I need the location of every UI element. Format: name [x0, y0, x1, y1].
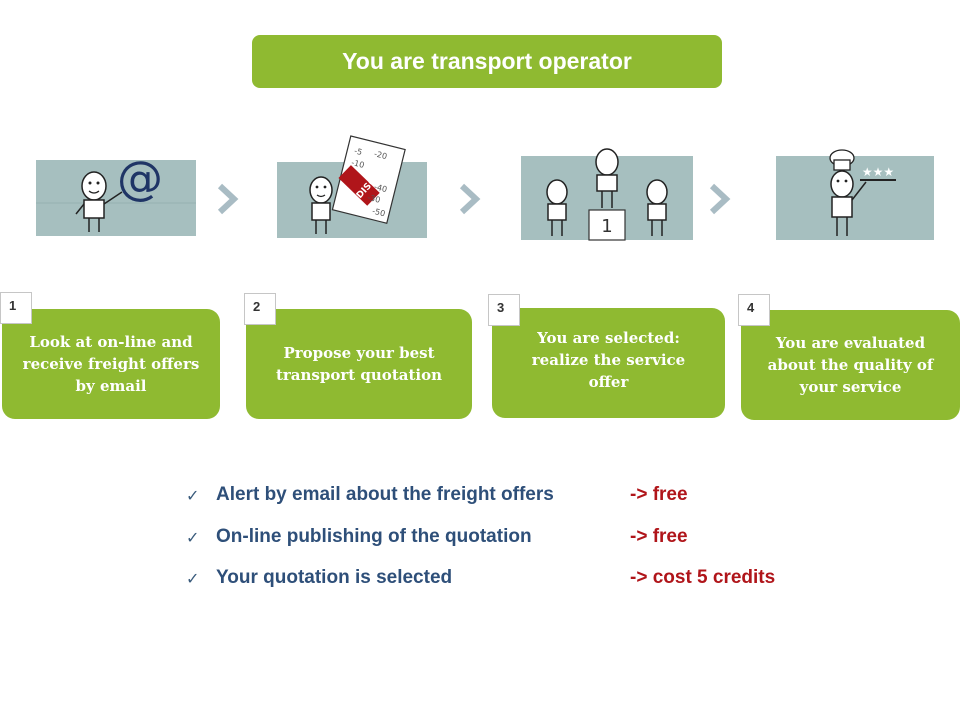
- step-2-box: Propose your best transport quotation: [246, 309, 472, 419]
- benefit-text: Your quotation is selected: [216, 567, 453, 588]
- at-symbol: @: [117, 151, 163, 205]
- step-1-box: Look at on-line and receive freight offe…: [2, 309, 220, 419]
- step-2-number: 2: [244, 293, 276, 325]
- check-icon: ✓: [186, 488, 200, 505]
- podium-icon: 1: [519, 128, 699, 248]
- step-4-box: You are evaluated about the quality of y…: [741, 310, 960, 420]
- benefit-text: On-line publishing of the quotation: [216, 526, 532, 547]
- step-3-number: 3: [488, 294, 520, 326]
- svg-text:-50: -50: [371, 207, 386, 219]
- page-title: You are transport operator: [252, 35, 722, 88]
- chevron-right-icon: [708, 183, 734, 215]
- check-icon: ✓: [186, 571, 200, 588]
- svg-text:-40: -40: [373, 182, 388, 194]
- step-4-text: You are evaluated about the quality of y…: [767, 334, 934, 396]
- svg-text:1: 1: [601, 216, 612, 237]
- step-2-text: Propose your best transport quotation: [275, 344, 443, 384]
- benefit-price: -> cost 5 credits: [630, 567, 776, 588]
- email-at-icon: @: [34, 128, 214, 248]
- chevron-right-icon: [458, 183, 484, 215]
- step-3-box: You are selected: realize the service of…: [492, 308, 725, 418]
- discount-sheet-icon: -5 -10 -20 -30 -40 -50 DISCOUNT: [275, 128, 455, 248]
- check-icon: ✓: [186, 530, 200, 547]
- svg-text:-5: -5: [353, 146, 363, 157]
- step-3-text: You are selected: realize the service of…: [531, 329, 686, 391]
- svg-text:-10: -10: [350, 158, 365, 170]
- step-1-number: 1: [0, 292, 32, 324]
- svg-text:★★★: ★★★: [862, 165, 894, 179]
- step-1-text: Look at on-line and receive freight offe…: [22, 333, 200, 395]
- benefit-price: -> free: [630, 526, 688, 547]
- benefit-price: -> free: [630, 484, 688, 505]
- chevron-right-icon: [216, 183, 242, 215]
- svg-text:-30: -30: [366, 193, 381, 205]
- waiter-rating-icon: ★★★: [774, 128, 954, 248]
- svg-text:-20: -20: [373, 149, 388, 161]
- step-4-number: 4: [738, 294, 770, 326]
- benefit-text: Alert by email about the freight offers: [216, 484, 554, 505]
